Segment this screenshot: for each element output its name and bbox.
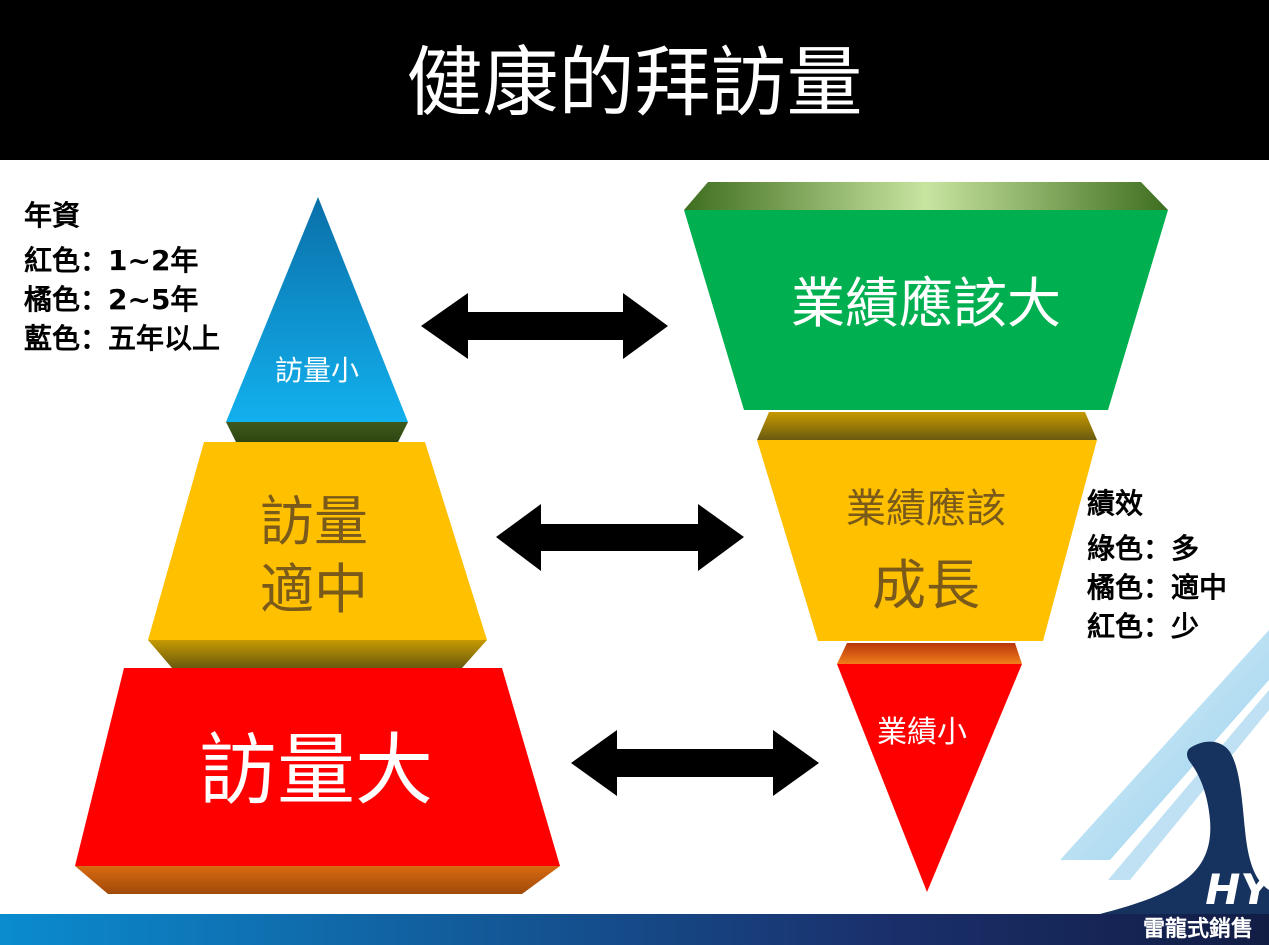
performance-legend-item-orange: 橘色：適中 xyxy=(1087,571,1228,604)
brand-swoosh xyxy=(1060,630,1269,860)
left-pyramid-bottom-shadow xyxy=(75,866,560,894)
double-arrow-bottom xyxy=(571,730,819,796)
brand-name: 雷龍式銷售 xyxy=(1142,917,1253,942)
page-title: 健康的拜訪量 xyxy=(406,38,863,127)
brand-logo-letters: HY xyxy=(1205,865,1269,914)
right-pyramid-bottom-label: 業績小 xyxy=(877,715,967,750)
left-pyramid: 訪量小 訪量 適中 訪量大 xyxy=(75,197,560,894)
performance-legend-heading: 績效 xyxy=(1087,487,1144,520)
seniority-legend-heading: 年資 xyxy=(24,199,81,232)
double-arrow-middle xyxy=(496,504,744,571)
brand-swoosh-inner xyxy=(1108,690,1269,880)
right-pyramid: 業績應該大 業績應該 成長 業績小 xyxy=(684,182,1168,892)
performance-legend: 績效 綠色：多 橘色：適中 紅色：少 xyxy=(1087,484,1227,646)
right-pyramid-middle-trapezoid xyxy=(757,440,1097,641)
performance-legend-item-red: 紅色：少 xyxy=(1087,610,1200,643)
seniority-legend-item-red: 紅色：1~2年 xyxy=(24,244,199,277)
right-pyramid-top-label: 業績應該大 xyxy=(791,272,1061,335)
left-pyramid-top-shadow xyxy=(226,422,408,442)
left-pyramid-bottom-trapezoid xyxy=(75,668,560,866)
right-pyramid-top-trapezoid xyxy=(684,210,1168,410)
left-pyramid-middle-trapezoid xyxy=(148,442,487,640)
left-pyramid-middle-shadow xyxy=(148,640,487,668)
right-pyramid-bottom-cap xyxy=(837,643,1022,664)
brand-logo: HY xyxy=(1060,630,1269,914)
left-pyramid-middle-label-line2: 適中 xyxy=(260,558,368,621)
right-pyramid-middle-cap xyxy=(757,412,1097,440)
right-pyramid-middle-label-line1: 業績應該 xyxy=(846,486,1006,532)
footer-bar xyxy=(0,914,1269,945)
right-pyramid-bottom-triangle xyxy=(837,664,1022,892)
left-pyramid-top-triangle xyxy=(226,197,408,422)
right-pyramid-top-cap xyxy=(684,182,1168,210)
left-pyramid-middle-label-line1: 訪量 xyxy=(260,490,368,553)
double-arrow-top xyxy=(421,293,668,359)
left-pyramid-top-label: 訪量小 xyxy=(275,354,359,387)
seniority-legend: 年資 紅色：1~2年 橘色：2~5年 藍色：五年以上 xyxy=(24,196,220,358)
seniority-legend-item-orange: 橘色：2~5年 xyxy=(24,283,199,316)
dinosaur-icon xyxy=(1100,741,1269,914)
seniority-legend-item-blue: 藍色：五年以上 xyxy=(24,322,221,355)
performance-legend-item-green: 綠色：多 xyxy=(1087,532,1200,565)
title-bar: 健康的拜訪量 xyxy=(0,0,1269,160)
right-pyramid-middle-label-line2: 成長 xyxy=(872,554,980,617)
left-pyramid-bottom-label: 訪量大 xyxy=(199,726,433,816)
